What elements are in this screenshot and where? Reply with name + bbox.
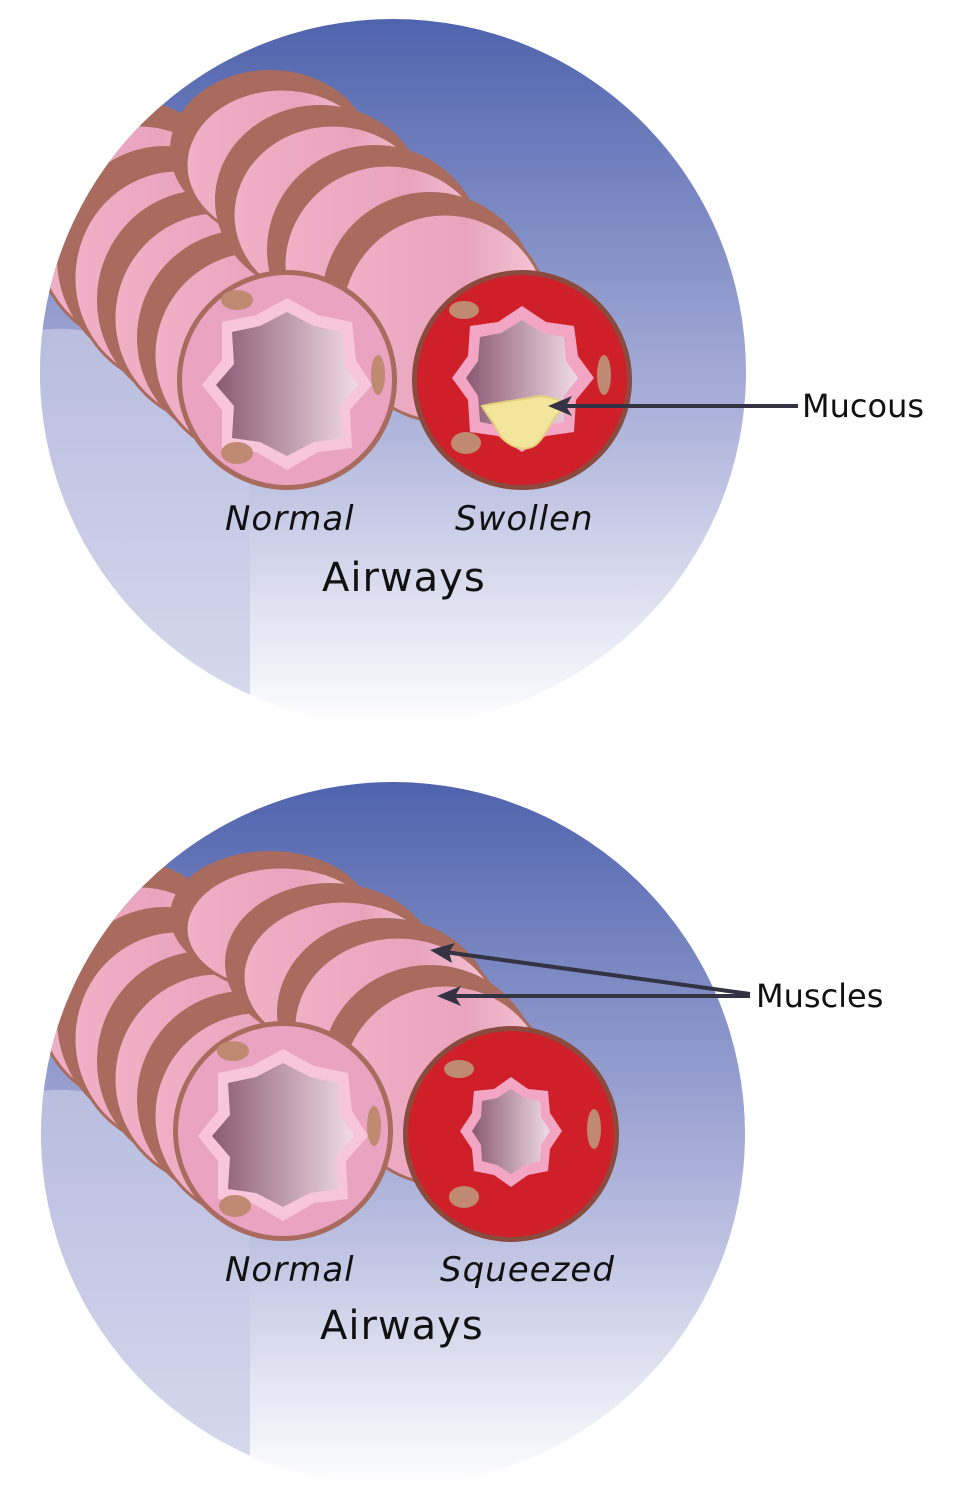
airways-title: Airways xyxy=(320,1303,484,1349)
mucous-arrow xyxy=(548,396,798,416)
mucous-blob xyxy=(480,394,563,450)
swollen-airways-illustration xyxy=(40,19,798,725)
normal-label: Normal xyxy=(225,1250,355,1290)
muscles-arrows xyxy=(430,943,751,1006)
normal-airway-cross-section xyxy=(177,270,397,490)
airways-title: Airways xyxy=(322,555,486,601)
squeezed-airway-cross-section xyxy=(403,1026,619,1242)
mucous-label: Mucous xyxy=(802,387,925,425)
squeezed-label: Squeezed xyxy=(440,1250,615,1290)
squeezed-airways-illustration xyxy=(41,782,751,1486)
normal-airway-cross-section xyxy=(173,1021,393,1241)
squeezed-airways-panel: Normal Squeezed Airways Muscles xyxy=(0,751,966,1502)
swollen-airway-cross-section xyxy=(412,270,632,490)
swollen-label: Swollen xyxy=(455,499,594,539)
muscles-label: Muscles xyxy=(756,977,884,1015)
swollen-airways-panel: Normal Swollen Airways Mucous xyxy=(40,19,925,725)
normal-label: Normal xyxy=(225,499,355,539)
